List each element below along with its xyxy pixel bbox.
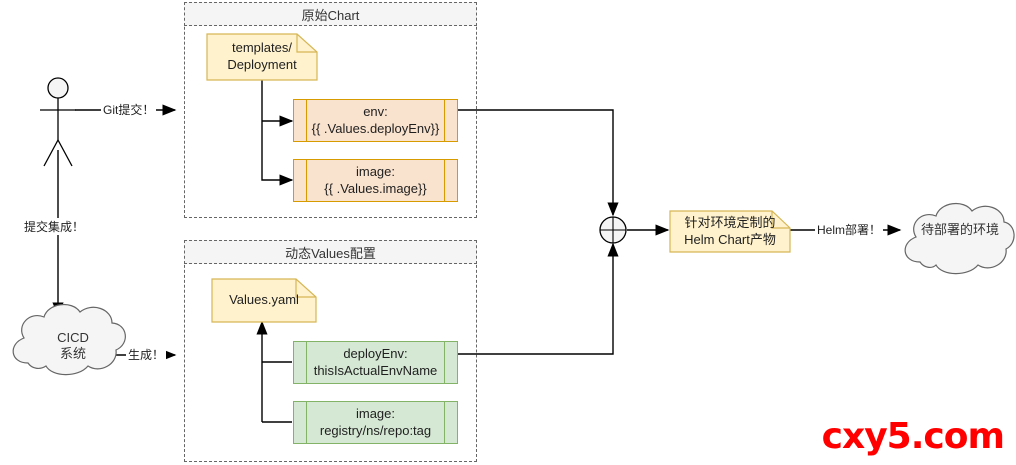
group-chart-label: 原始Chart bbox=[301, 7, 360, 23]
note-helm-artifact-box[interactable]: 针对环境定制的 Helm Chart产物 bbox=[670, 211, 790, 252]
cloud-target-env-label: 待部署的环境 bbox=[920, 222, 999, 237]
component-left-bar bbox=[306, 342, 307, 383]
component-image-template[interactable]: image: {{ .Values.image}} bbox=[293, 159, 458, 202]
note-helm-artifact-label: 针对环境定制的 Helm Chart产物 bbox=[684, 214, 776, 247]
cloud-cicd-label: CICD 系统 bbox=[57, 330, 89, 362]
component-left-bar bbox=[306, 100, 307, 141]
component-deploy-env-value-label: deployEnv: thisIsActualEnvName bbox=[313, 345, 438, 378]
component-image-value-label: image: registry/ns/repo:tag bbox=[319, 405, 432, 438]
edge-label-commit-integration: 提交集成！ bbox=[22, 218, 87, 235]
edge-label-git-commit: Git提交！ bbox=[101, 101, 157, 118]
component-image-template-label: image: {{ .Values.image}} bbox=[324, 163, 427, 196]
edge-chart-to-merge bbox=[458, 109, 619, 217]
group-values-label: 动态Values配置 bbox=[285, 245, 376, 261]
component-env-template-label: env: {{ .Values.deployEnv}} bbox=[311, 103, 440, 136]
note-templates-deployment-box[interactable]: templates/ Deployment bbox=[207, 34, 317, 80]
component-right-bar bbox=[444, 100, 445, 141]
note-values-yaml-label: Values.yaml bbox=[229, 292, 299, 308]
note-templates-deployment-label: templates/ Deployment bbox=[227, 40, 297, 72]
component-left-bar bbox=[306, 160, 307, 201]
watermark: cxy5.com bbox=[821, 416, 1005, 457]
cloud-target-env bbox=[904, 203, 1015, 275]
component-image-value[interactable]: image: registry/ns/repo:tag bbox=[293, 401, 458, 444]
edge-label-generate: 生成！ bbox=[126, 346, 167, 363]
edge-label-helm-deploy: Helm部署！ bbox=[815, 221, 884, 238]
edge-values-to-merge bbox=[458, 242, 619, 355]
group-chart-header: 原始Chart bbox=[184, 2, 477, 26]
component-right-bar bbox=[444, 342, 445, 383]
component-env-template[interactable]: env: {{ .Values.deployEnv}} bbox=[293, 99, 458, 142]
group-values-header: 动态Values配置 bbox=[184, 240, 477, 264]
component-right-bar bbox=[444, 160, 445, 201]
actor-developer bbox=[40, 77, 76, 167]
component-deploy-env-value[interactable]: deployEnv: thisIsActualEnvName bbox=[293, 341, 458, 384]
component-left-bar bbox=[306, 402, 307, 443]
note-values-yaml-box[interactable]: Values.yaml bbox=[212, 279, 316, 322]
component-right-bar bbox=[444, 402, 445, 443]
